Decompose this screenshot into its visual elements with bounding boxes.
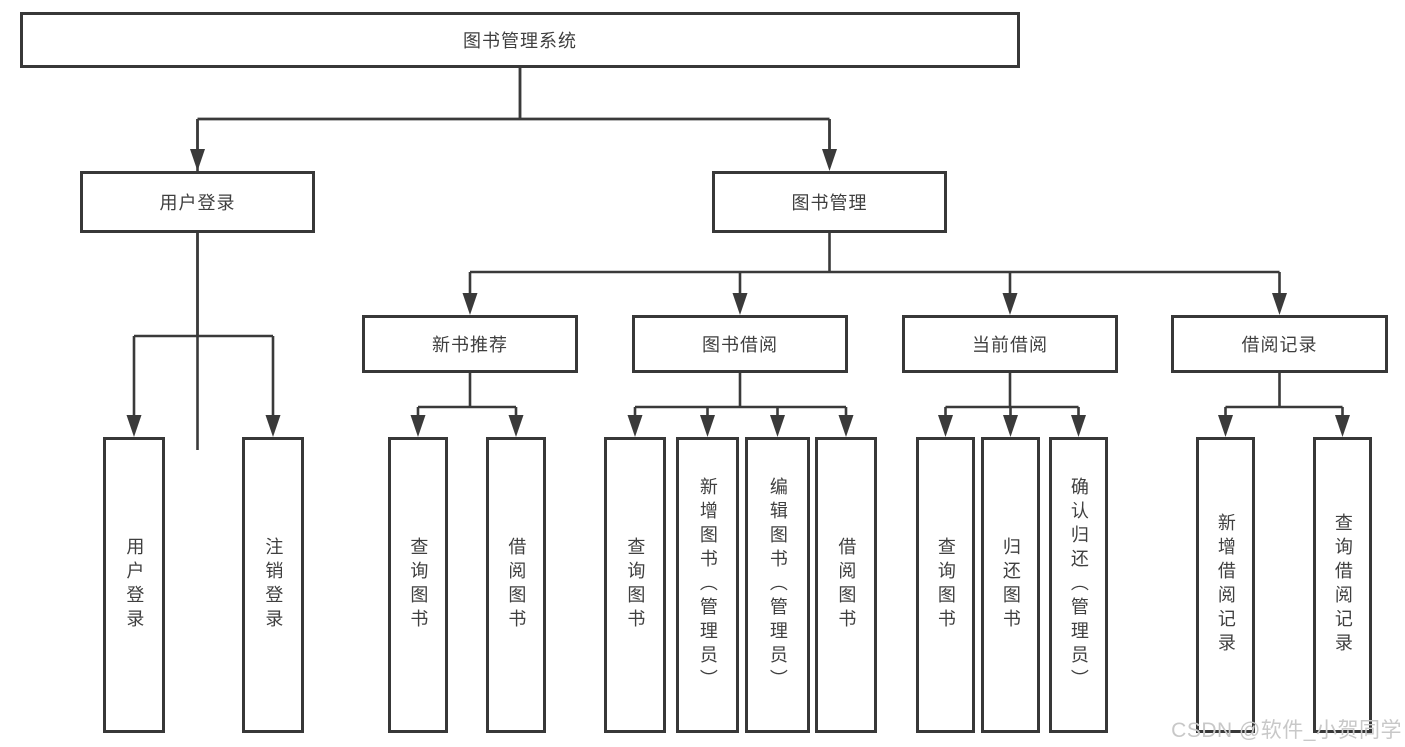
leaf-label: 查询借阅记录: [1332, 513, 1353, 657]
connector-borrow-to-leaves: [627, 373, 854, 437]
node-user-login: 用户登录: [80, 171, 315, 233]
leaf-label: 借阅图书: [506, 537, 527, 633]
leaf-borrow-books: 借阅图书: [486, 437, 546, 733]
leaf-label: 新增借阅记录: [1215, 513, 1236, 657]
leaf-confirm-return-admin: 确认归还（管理员）: [1049, 437, 1108, 733]
leaf-add-borrow-record: 新增借阅记录: [1196, 437, 1255, 733]
leaf-borrow-books: 借阅图书: [815, 437, 877, 733]
leaf-label: 查询图书: [408, 537, 429, 633]
leaf-label: 用户登录: [124, 537, 145, 633]
connector-bookmgmt-to-level3: [462, 233, 1287, 315]
leaf-return-books: 归还图书: [981, 437, 1040, 733]
connector-current-to-leaves: [938, 373, 1086, 437]
leaf-query-books: 查询图书: [604, 437, 666, 733]
node-label: 图书管理系统: [463, 31, 577, 51]
leaf-label: 查询图书: [625, 537, 646, 633]
leaf-add-books-admin: 新增图书（管理员）: [676, 437, 739, 733]
node-borrow-records: 借阅记录: [1171, 315, 1388, 373]
node-label: 图书管理: [791, 193, 868, 213]
node-book-borrow: 图书借阅: [632, 315, 848, 373]
leaf-label: 归还图书: [1000, 537, 1021, 633]
leaf-label: 编辑图书（管理员）: [767, 477, 788, 693]
leaf-label: 查询图书: [935, 537, 956, 633]
leaf-label: 新增图书（管理员）: [697, 477, 718, 693]
leaf-logout: 注销登录: [242, 437, 304, 733]
node-label: 新书推荐: [432, 335, 508, 355]
node-label: 图书借阅: [702, 335, 778, 355]
connector-records-to-leaves: [1218, 373, 1350, 437]
leaf-label: 确认归还（管理员）: [1068, 477, 1089, 693]
leaf-query-borrow-record: 查询借阅记录: [1313, 437, 1372, 733]
node-label: 当前借阅: [972, 335, 1048, 355]
leaf-label: 借阅图书: [836, 537, 857, 633]
leaf-label: 注销登录: [263, 537, 284, 633]
leaf-query-books: 查询图书: [916, 437, 975, 733]
node-book-management-system: 图书管理系统: [20, 12, 1020, 68]
node-new-book-recommend: 新书推荐: [362, 315, 578, 373]
connector-root-to-level2: [190, 68, 837, 450]
leaf-edit-books-admin: 编辑图书（管理员）: [745, 437, 810, 733]
node-book-management: 图书管理: [712, 171, 947, 233]
node-label: 借阅记录: [1241, 335, 1318, 355]
csdn-watermark: CSDN @软件_小贺同学: [1171, 719, 1402, 742]
connector-userlogin-to-leaves: [126, 233, 281, 437]
leaf-user-login: 用户登录: [103, 437, 165, 733]
connector-newrec-to-leaves: [410, 373, 524, 437]
node-label: 用户登录: [159, 193, 236, 213]
leaf-query-books: 查询图书: [388, 437, 448, 733]
node-current-borrow: 当前借阅: [902, 315, 1118, 373]
